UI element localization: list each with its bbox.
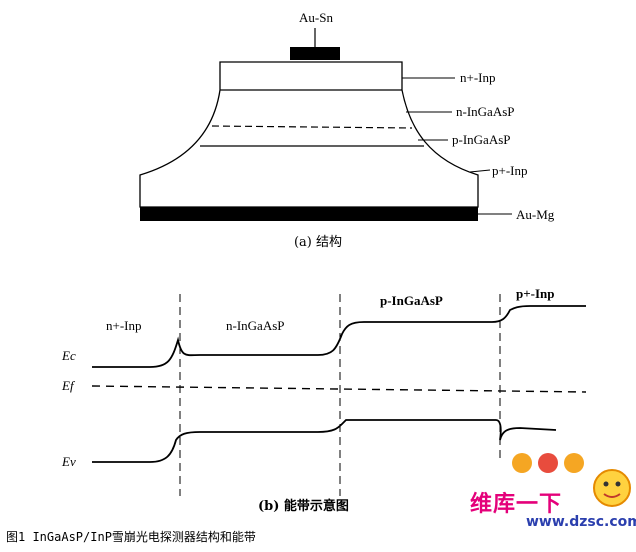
ev-label: Ev bbox=[61, 454, 76, 469]
fermi-level-ef bbox=[91, 385, 587, 393]
layer-label-p-ingaasp: p-InGaAsP bbox=[452, 132, 511, 147]
layer-label-n-ingaasp: n-InGaAsP bbox=[456, 104, 515, 119]
watermark-brand: 维库一下 bbox=[470, 492, 563, 517]
watermark-badge-dot-3 bbox=[564, 453, 584, 473]
ef-label: Ef bbox=[61, 378, 76, 393]
watermark-url: www.dzsc.com bbox=[526, 514, 636, 530]
mascot-eye-right bbox=[615, 481, 621, 487]
watermark-mascot bbox=[593, 469, 631, 507]
region-label-n-plus-inp: n+-Inp bbox=[106, 318, 142, 333]
device-structure: Au-Sn n+-Inp n-InGaAsP p-InGaAsP p+-Inp … bbox=[139, 10, 555, 250]
watermark: 维库一下 www.dzsc.com bbox=[456, 464, 636, 544]
mesa-outline bbox=[139, 61, 479, 208]
structure-caption: (a) 结构 bbox=[294, 235, 342, 250]
contact-bottom-label: Au-Mg bbox=[516, 207, 555, 222]
watermark-badge-dot-2 bbox=[538, 453, 558, 473]
watermark-logo bbox=[512, 453, 631, 507]
valence-band-ev bbox=[92, 419, 557, 463]
figure-caption: 图1 InGaAsP/InP雪崩光电探测器结构和能带 bbox=[6, 530, 256, 544]
watermark-badge-dot-1 bbox=[512, 453, 532, 473]
bottom-contact bbox=[140, 207, 478, 221]
pn-junction-line bbox=[211, 125, 413, 129]
mascot-eye-left bbox=[603, 481, 609, 487]
band-diagram: Ec Ef Ev n+-Inp n-InGaAsP p-InGaAsP p+-I… bbox=[61, 286, 587, 514]
conduction-band-ec bbox=[92, 305, 586, 368]
region-label-n-ingaasp: n-InGaAsP bbox=[226, 318, 285, 333]
top-contact-pad bbox=[290, 47, 340, 60]
mascot-smile bbox=[603, 493, 621, 498]
leader-p-plus bbox=[469, 169, 491, 173]
region-label-p-ingaasp: p-InGaAsP bbox=[380, 293, 443, 308]
layer-label-p-plus-inp: p+-Inp bbox=[492, 163, 528, 178]
ec-label: Ec bbox=[61, 348, 76, 363]
contact-top-label: Au-Sn bbox=[299, 10, 333, 25]
region-label-p-plus-inp: p+-Inp bbox=[516, 286, 555, 301]
band-diagram-caption: (b) 能带示意图 bbox=[258, 498, 349, 514]
layer-label-n-plus-inp: n+-Inp bbox=[460, 70, 496, 85]
